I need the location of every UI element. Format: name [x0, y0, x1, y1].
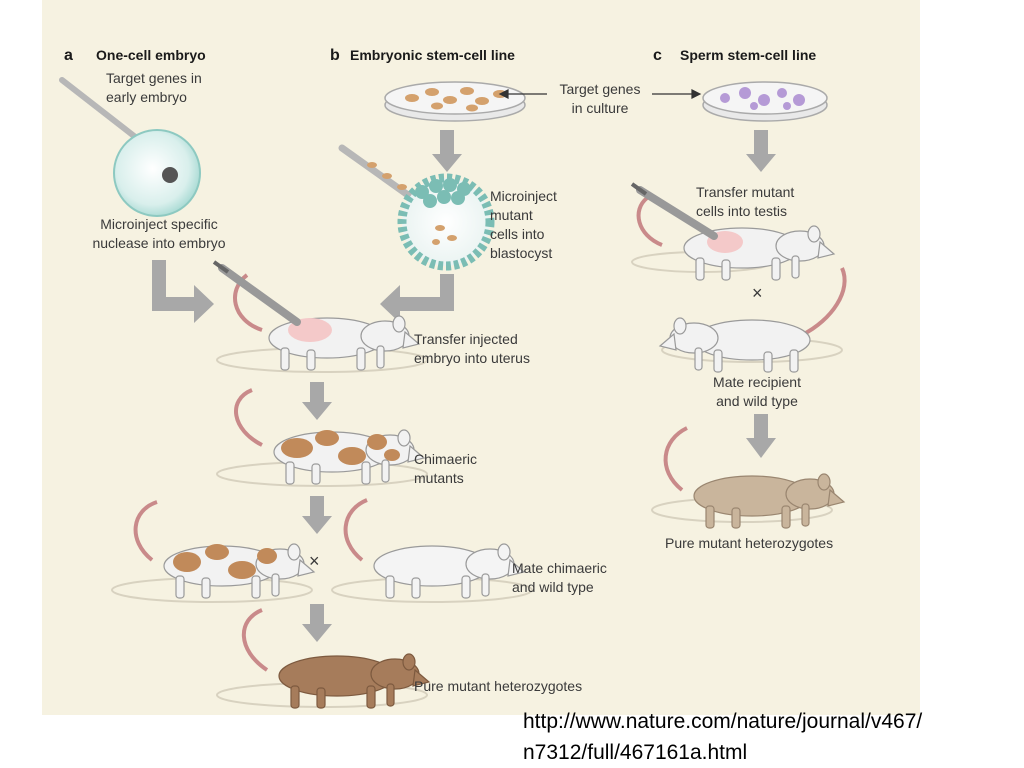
- panel-c-transfer-label: Transfer mutant cells into testis: [696, 184, 795, 219]
- sperm-cell-dish: [702, 81, 828, 122]
- one-cell-embryo: [59, 77, 201, 217]
- chimaeric-label: Chimaeric mutants: [414, 451, 478, 486]
- chimaeric-mouse: [234, 388, 425, 485]
- panel-c-letter: c: [653, 47, 662, 64]
- wild-type-mouse-a: [343, 498, 525, 599]
- recipient-mouse-uterus: [212, 260, 420, 371]
- panel-c-mate-label: Mate recipient and wild type: [713, 374, 801, 409]
- panel-b-microinject-label: Microinject mutant cells into blastocyst: [490, 188, 557, 261]
- flow-arrows: [152, 130, 776, 642]
- wild-type-mouse-c: [659, 267, 847, 373]
- source-url-link[interactable]: http://www.nature.com/nature/journal/v46…: [523, 710, 923, 764]
- panel-a-target-label: Target genes in early embryo: [106, 70, 202, 105]
- culture-pointers: [498, 89, 702, 99]
- figure-panel: a One-cell embryo Target genes in early …: [42, 0, 920, 715]
- testis-recipient-mouse: [630, 182, 835, 281]
- result-label-a: Pure mutant heterozygotes: [414, 678, 583, 694]
- mate-chimaeric-label: Mate chimaeric and wild type: [512, 560, 607, 595]
- diagram-graphics: [59, 77, 847, 709]
- pure-mutant-mouse-c: [663, 426, 845, 529]
- pure-mutant-mouse-a: [241, 608, 430, 709]
- embryo-cell: [113, 129, 201, 217]
- transfer-uterus-label: Transfer injected embryo into uterus: [414, 331, 530, 366]
- panel-a-microinject-label: Microinject specific nuclease into embry…: [92, 216, 226, 251]
- cross-symbol-a: ×: [309, 551, 320, 571]
- panel-c-title: Sperm stem-cell line: [680, 47, 817, 63]
- embryo-nucleus: [162, 167, 178, 183]
- panel-b-letter: b: [330, 47, 340, 64]
- panel-c-cross-symbol: ×: [752, 283, 763, 303]
- panel-a-title: One-cell embryo: [96, 47, 206, 63]
- mating-chimaeric-mouse: [133, 500, 315, 599]
- panel-c-result-label: Pure mutant heterozygotes: [665, 535, 834, 551]
- target-culture-label: Target genes in culture: [559, 81, 641, 116]
- blastocyst: [338, 144, 495, 271]
- es-cell-dish: [384, 81, 526, 122]
- panel-b-title: Embryonic stem-cell line: [350, 47, 515, 63]
- panel-a-letter: a: [64, 47, 73, 64]
